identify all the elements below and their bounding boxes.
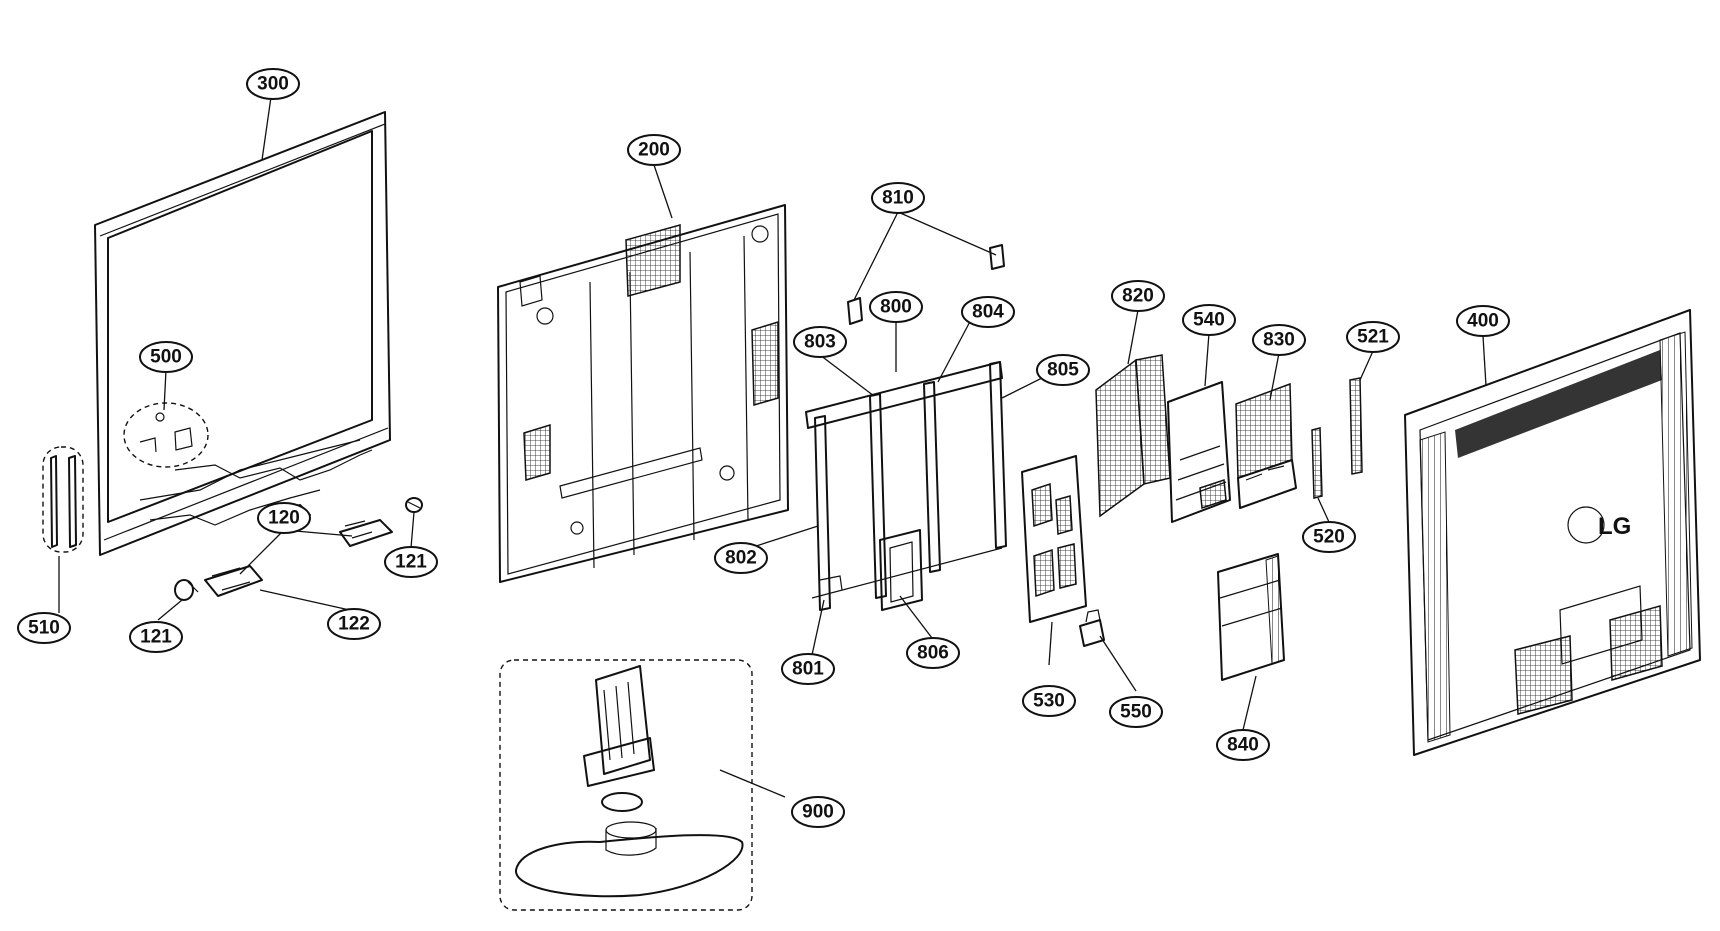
svg-text:500: 500 <box>150 347 182 368</box>
callout-830: 830 <box>1252 324 1306 356</box>
svg-text:802: 802 <box>725 548 757 569</box>
callout-510: 510 <box>17 612 71 644</box>
callout-520: 520 <box>1302 521 1356 553</box>
svg-text:200: 200 <box>638 140 670 161</box>
svg-text:806: 806 <box>917 643 949 664</box>
svg-text:510: 510 <box>28 618 60 639</box>
connector-550 <box>1079 609 1105 647</box>
svg-text:300: 300 <box>257 74 289 95</box>
svg-text:840: 840 <box>1227 735 1259 756</box>
svg-text:120: 120 <box>268 508 300 529</box>
board-830 <box>1235 382 1297 509</box>
callout-900: 900 <box>791 796 845 828</box>
callout-120: 120 <box>257 502 311 534</box>
bracket-frame-800 <box>805 361 1007 611</box>
shield-820 <box>1095 354 1171 518</box>
callout-530: 530 <box>1022 685 1076 717</box>
callout-400: 400 <box>1456 305 1510 337</box>
callout-550: 550 <box>1109 696 1163 728</box>
svg-text:520: 520 <box>1313 527 1345 548</box>
callout-121-right: 121 <box>384 546 438 578</box>
callout-121-left: 121 <box>129 621 183 653</box>
callout-500: 500 <box>139 341 193 373</box>
svg-text:521: 521 <box>1357 327 1389 348</box>
callout-840: 840 <box>1216 729 1270 761</box>
callout-806: 806 <box>906 637 960 669</box>
svg-text:121: 121 <box>140 627 172 648</box>
svg-text:805: 805 <box>1047 360 1079 381</box>
svg-text:400: 400 <box>1467 311 1499 332</box>
rear-cover-400: LG <box>1404 309 1701 756</box>
rear-chassis-200 <box>497 204 789 583</box>
svg-text:810: 810 <box>882 188 914 209</box>
logo-text: LG <box>1598 513 1631 540</box>
callout-122: 122 <box>327 608 381 640</box>
strip-521 <box>1349 377 1363 475</box>
control-button-500 <box>123 402 209 468</box>
svg-text:800: 800 <box>880 297 912 318</box>
cover-840 <box>1217 553 1285 681</box>
callout-521: 521 <box>1346 321 1400 353</box>
callout-803: 803 <box>793 326 847 358</box>
knob-121-left <box>174 579 199 601</box>
knob-121-right <box>405 497 423 513</box>
callout-540: 540 <box>1182 304 1236 336</box>
callout-810: 810 <box>871 182 925 214</box>
svg-text:830: 830 <box>1263 330 1295 351</box>
svg-text:803: 803 <box>804 332 836 353</box>
svg-text:530: 530 <box>1033 691 1065 712</box>
callout-801: 801 <box>781 653 835 685</box>
callout-802: 802 <box>714 542 768 574</box>
svg-text:804: 804 <box>972 302 1004 323</box>
svg-text:122: 122 <box>338 614 370 635</box>
board-530 <box>1021 455 1087 623</box>
board-540 <box>1167 381 1231 523</box>
lg-logo-icon <box>1567 506 1605 544</box>
svg-text:801: 801 <box>792 659 824 680</box>
stand-assembly-900 <box>499 659 753 911</box>
svg-text:900: 900 <box>802 802 834 823</box>
front-bezel-300 <box>94 111 391 556</box>
callout-200: 200 <box>627 134 681 166</box>
side-strip-510 <box>42 446 84 553</box>
leader-lines <box>58 96 1487 798</box>
svg-text:121: 121 <box>395 552 427 573</box>
callout-805: 805 <box>1036 354 1090 386</box>
callout-804: 804 <box>961 296 1015 328</box>
callout-820: 820 <box>1111 280 1165 312</box>
svg-text:820: 820 <box>1122 286 1154 307</box>
callout-800: 800 <box>869 291 923 323</box>
callout-300: 300 <box>246 68 300 100</box>
svg-text:550: 550 <box>1120 702 1152 723</box>
strip-520 <box>1311 427 1323 499</box>
clips-810 <box>847 244 1005 325</box>
svg-text:540: 540 <box>1193 310 1225 331</box>
